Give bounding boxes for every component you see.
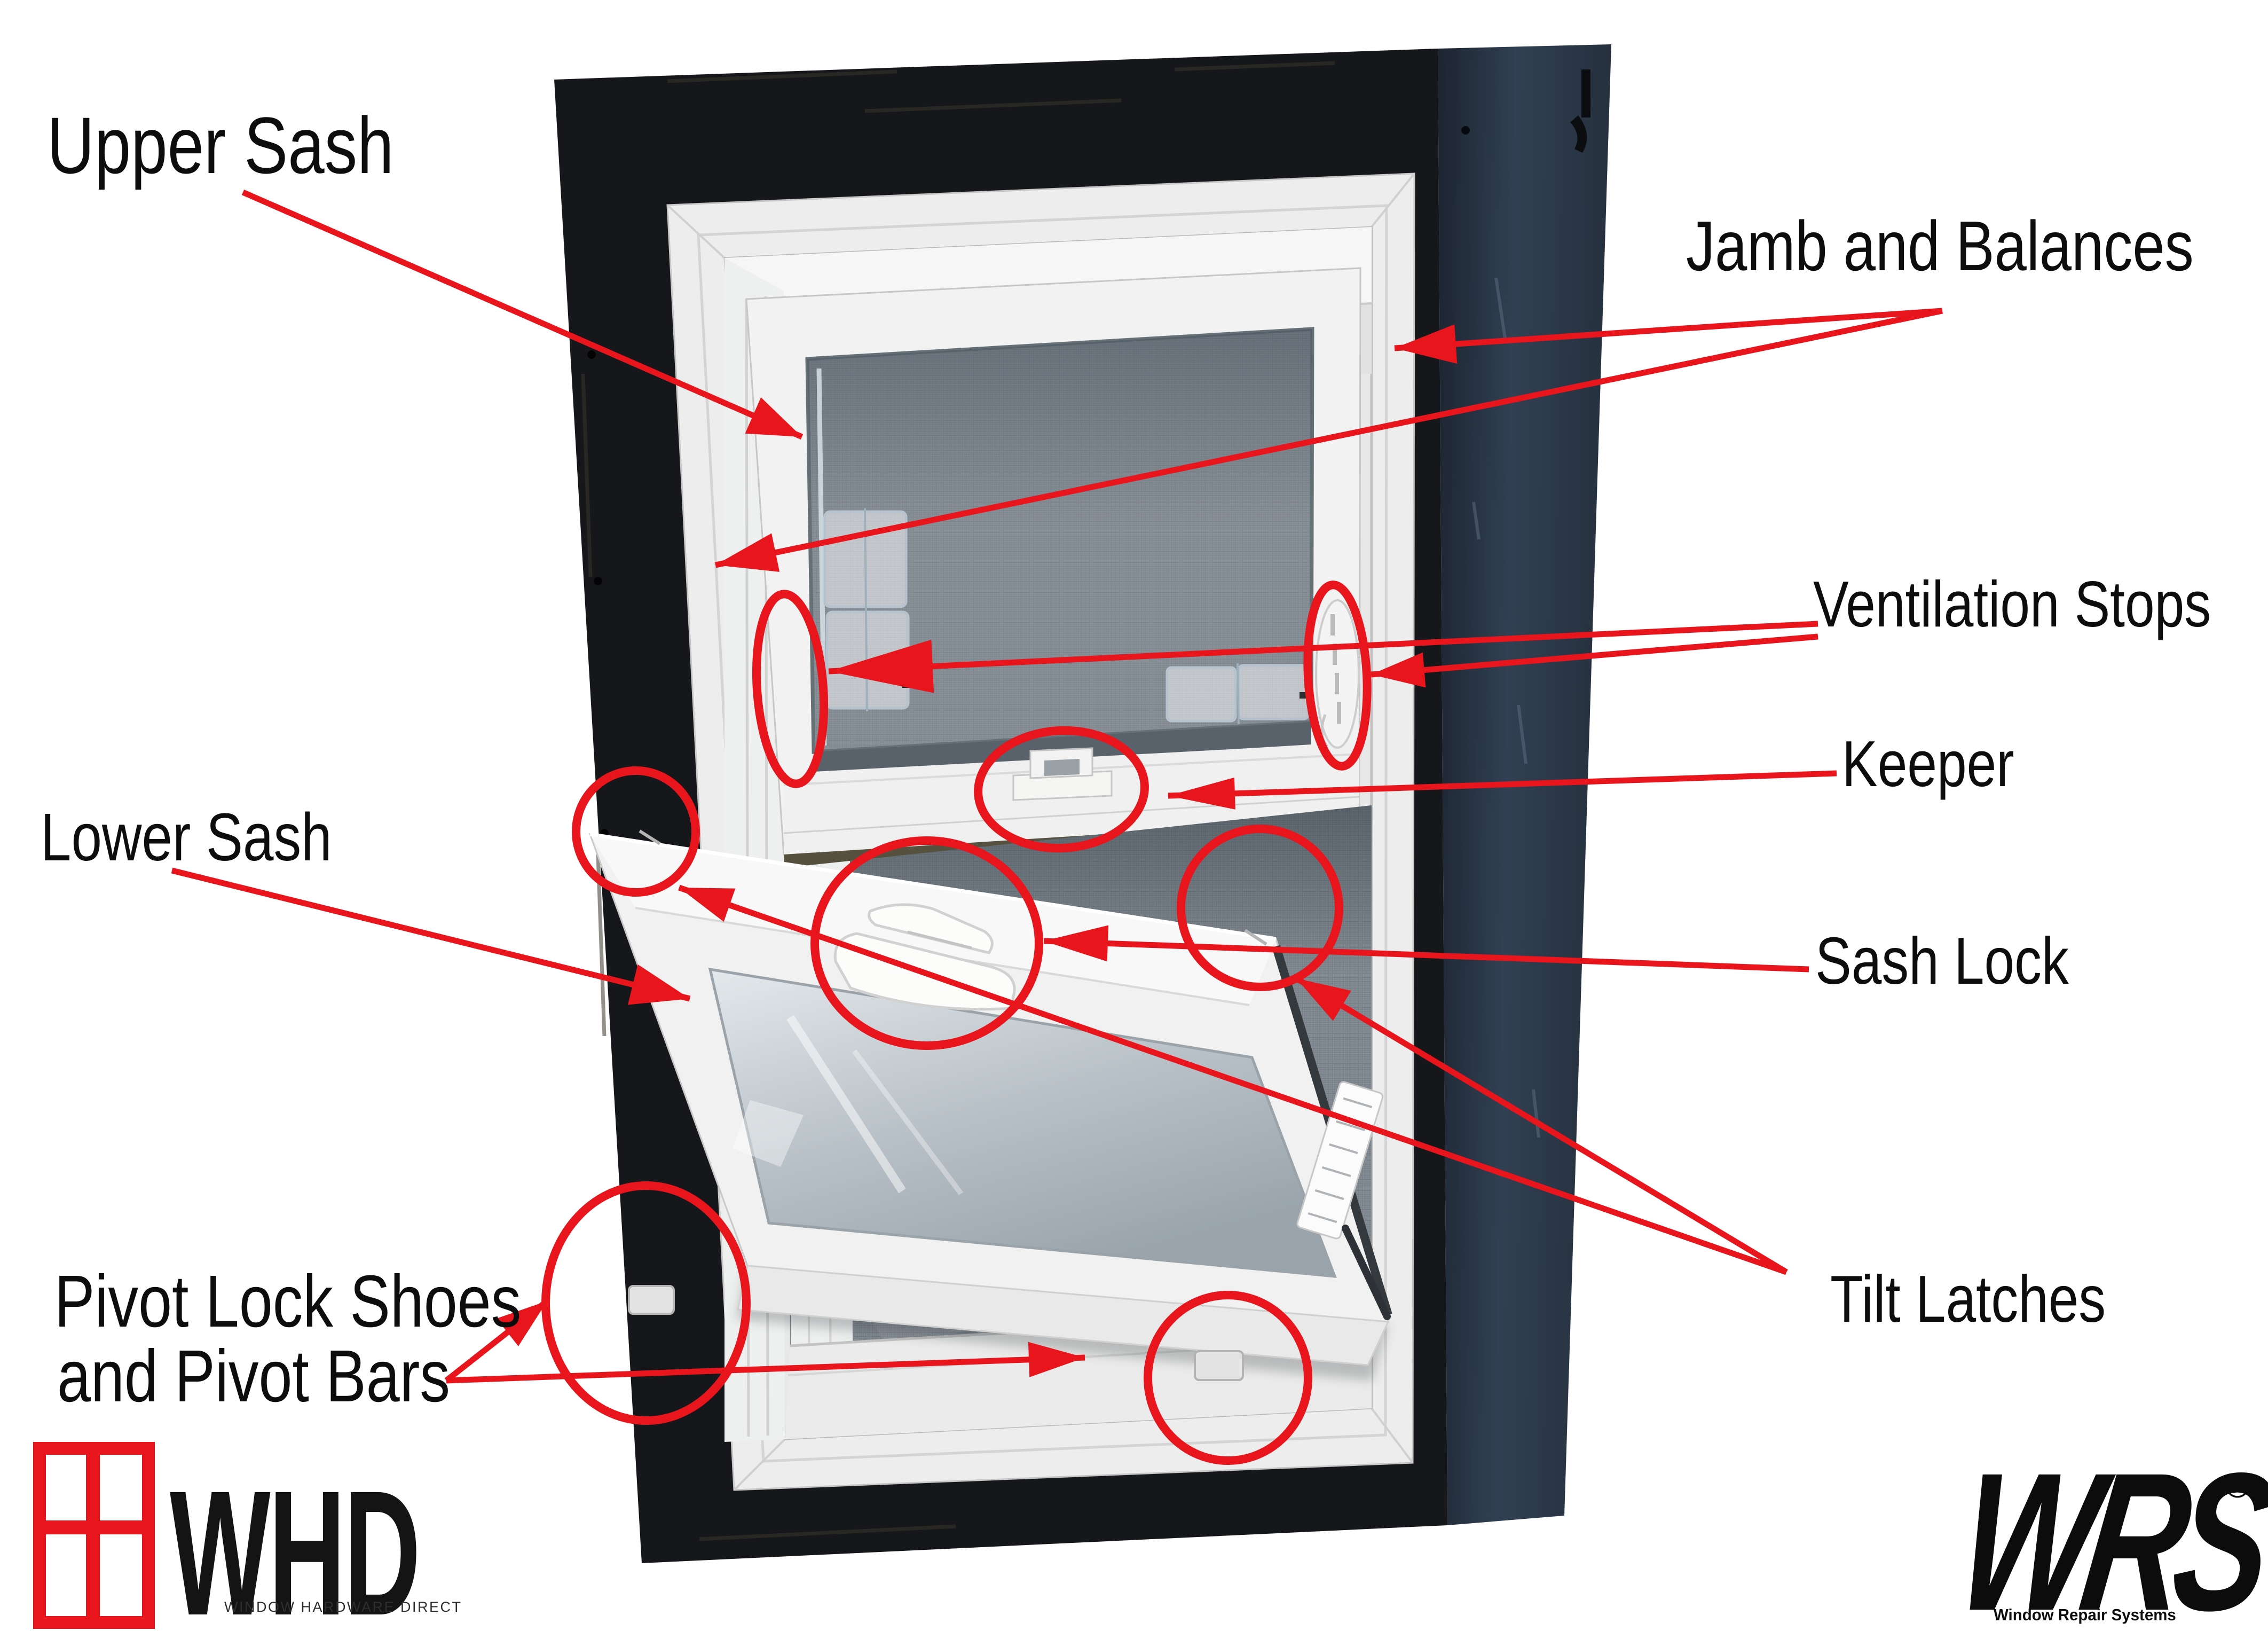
frame-miter-lines [666,172,1415,1491]
callout-ellipse-ventilation-stop-right [1303,581,1372,771]
callout-ellipse-ventilation-stop-left [752,590,829,788]
glazing-shadow-band [814,722,1311,774]
wrs-registered-mark: ® [2225,1468,2250,1505]
label-pivot-lock-shoes: Pivot Lock Shoes [54,1260,522,1343]
whd-icon-pane [99,1534,142,1616]
rail-line-2 [783,796,1360,834]
callout-line-lower-sash [171,867,691,1005]
callout-ellipse-pivot-left [541,1181,751,1425]
sticker-label [1296,1081,1384,1240]
ventilation-stop-right-hardware [1166,663,1310,725]
label-sash-lock: Sash Lock [1815,924,2069,998]
sash-lock-detail [907,930,972,950]
label-upper-sash: Upper Sash [47,100,394,190]
pivot-bar [1342,1225,1391,1320]
callout-line-keeper [1168,770,1837,810]
callout-line-ventilation-stops-right [1371,633,1818,688]
whd-logo-window-icon [33,1442,155,1629]
tilt-latch-marks [639,829,1267,946]
label-tilt-latches: Tilt Latches [1830,1263,2106,1336]
lower-glass-reflections [733,1015,964,1195]
keeper-hardware [1012,747,1113,801]
rail-highlight [589,832,1277,941]
label-ventilation-stops: Ventilation Stops [1813,568,2211,640]
callout-line-upper-sash [241,189,804,440]
callout-ellipse-keeper [974,726,1149,853]
callout-ellipse-tilt-latch-left [572,766,700,897]
whd-logo-tagline: WINDOW HARDWARE DIRECT [224,1599,462,1615]
label-pivot-bars: and Pivot Bars [57,1335,450,1417]
label-keeper: Keeper [1842,727,2014,800]
callout-line-tilt-latch-left [678,884,1787,1275]
label-lower-sash: Lower Sash [41,799,332,875]
lower-sash-bottom-rail [737,1265,1390,1366]
callout-ellipse-tilt-latch-right [1177,825,1343,991]
whd-icon-pane [99,1455,142,1520]
callout-ellipse-pivot-right [1144,1291,1312,1465]
label-jamb-and-balances: Jamb and Balances [1686,207,2194,285]
wrs-logo-text: WRS [1947,1432,2268,1631]
callout-line-tilt-latch-right [1295,976,1788,1275]
callout-line-jamb-and-balances-left [714,308,1943,572]
callout-line-ventilation-stops-left [828,621,1818,693]
callout-ellipse-sash-lock [810,836,1043,1050]
hinge-hook-icon [1570,69,1590,153]
whd-logo-text: WHD [170,1454,421,1631]
jamb-vent-plate [1315,599,1360,749]
callout-line-sash-lock [1043,925,1809,973]
callout-line-pivot-right [446,1342,1085,1384]
pivot-shoe-marks [628,1285,1244,1381]
lower-sash-glass [708,967,1337,1278]
wrs-logo-tagline: Window Repair Systems [1994,1605,2176,1624]
callout-line-pivot-left [444,1298,549,1383]
callout-line-jamb-and-balances-right [1394,308,1943,364]
whd-icon-pane [46,1534,86,1616]
whd-icon-pane [46,1455,86,1520]
frame-side-scuffs [1472,277,1540,1138]
upper-glass-shade [807,329,1312,752]
